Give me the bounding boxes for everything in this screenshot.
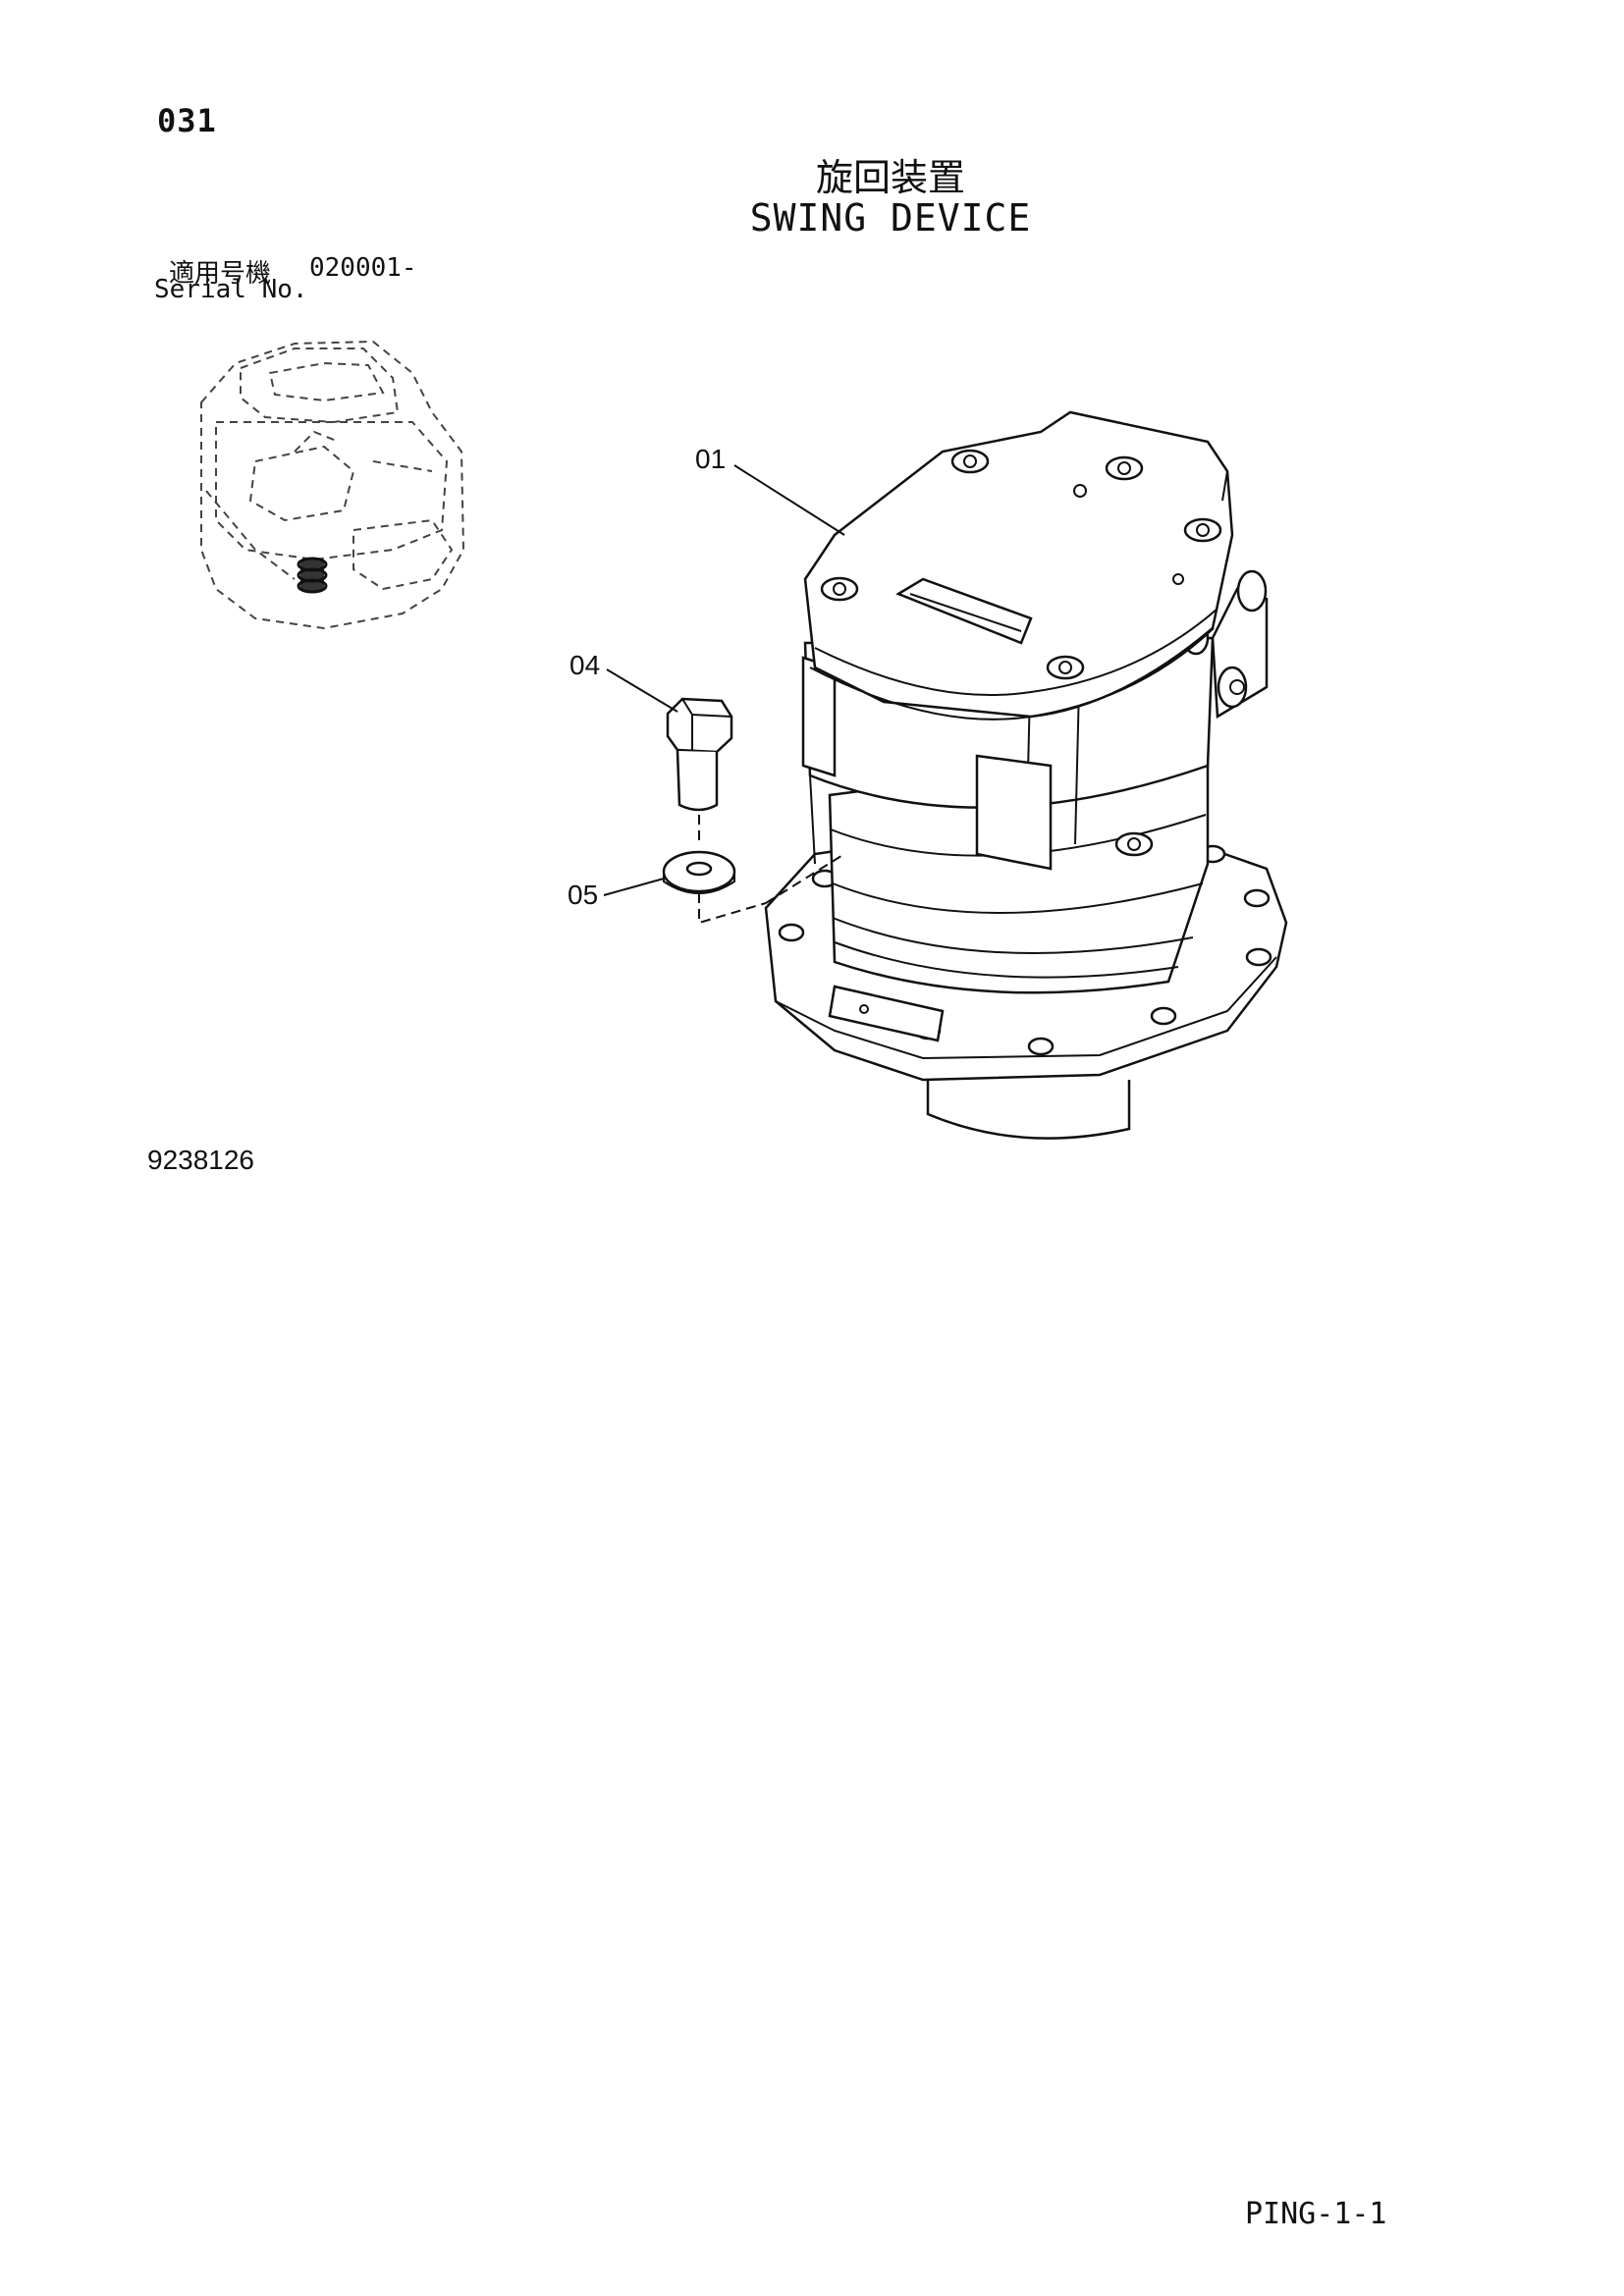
callout-04: 04 [569, 650, 601, 680]
serial-range: 020001- [309, 253, 417, 283]
leader-line-04 [606, 668, 678, 713]
serial-label-jp: 適用号機 [169, 259, 272, 289]
page-number: 031 [157, 102, 217, 139]
page-code: PING-1-1 [1245, 2197, 1387, 2231]
page-title-jp: 旋回装置 [815, 156, 965, 199]
drawing-number: 9238126 [147, 1145, 255, 1175]
locator-thumbnail [200, 340, 465, 630]
swing-device-drawing [764, 410, 1288, 1140]
leader-line-05 [603, 878, 665, 896]
leader-line-01 [733, 464, 845, 536]
bolt-part-04 [666, 697, 733, 812]
serial-label-en: Serial No. [154, 275, 308, 304]
callout-05: 05 [568, 880, 599, 910]
washer-part-05 [662, 850, 736, 894]
page-title-en: SWING DEVICE [749, 196, 1032, 240]
callout-01: 01 [695, 444, 727, 474]
